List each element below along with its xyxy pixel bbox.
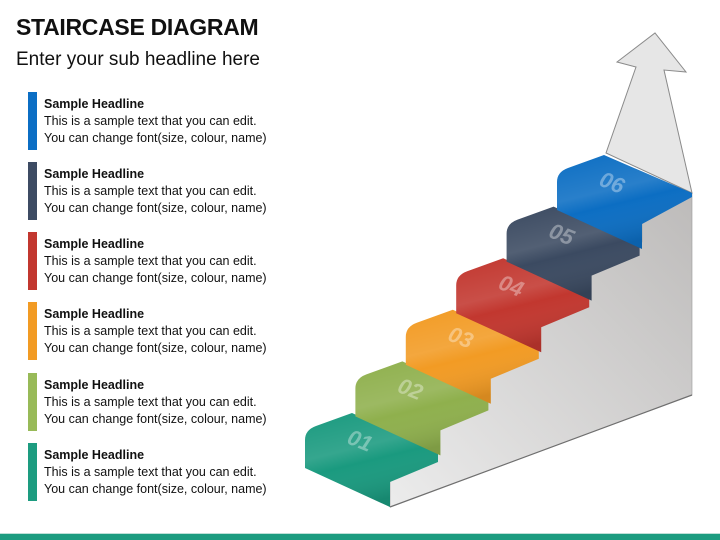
legend-text-line: This is a sample text that you can edit. (44, 254, 257, 268)
legend-text-line: This is a sample text that you can edit. (44, 465, 257, 479)
legend-headline: Sample Headline (44, 378, 145, 392)
legend-item-3: Sample Headline This is a sample text th… (28, 232, 328, 290)
legend-item-4: Sample Headline This is a sample text th… (28, 302, 328, 360)
legend-text-line: You can change font(size, colour, name) (44, 271, 267, 285)
legend-text-line: You can change font(size, colour, name) (44, 412, 267, 426)
step-01: 01 (305, 413, 438, 507)
legend-headline: Sample Headline (44, 237, 145, 251)
legend-color-bar (28, 302, 37, 360)
footer-divider (0, 533, 720, 534)
page-title: STAIRCASE DIAGRAM (16, 14, 259, 40)
legend-text-line: This is a sample text that you can edit. (44, 324, 257, 338)
legend-text-line: You can change font(size, colour, name) (44, 201, 267, 215)
step-05: 05 (506, 206, 640, 301)
legend-headline: Sample Headline (44, 307, 145, 321)
legend-text-line: This is a sample text that you can edit. (44, 114, 257, 128)
step-04: 04 (456, 258, 590, 353)
footer-bar (0, 534, 720, 540)
legend-headline: Sample Headline (44, 167, 145, 181)
legend-headline: Sample Headline (44, 97, 145, 111)
legend-text-line: You can change font(size, colour, name) (44, 482, 267, 496)
legend-item-6: Sample Headline This is a sample text th… (28, 443, 328, 501)
step-03: 03 (405, 309, 539, 404)
legend-text-line: You can change font(size, colour, name) (44, 341, 267, 355)
step-06: 06 (557, 155, 692, 249)
legend-item-5: Sample Headline This is a sample text th… (28, 373, 328, 431)
page-subtitle: Enter your sub headline here (16, 49, 260, 70)
legend-color-bar (28, 232, 37, 290)
legend-color-bar (28, 92, 37, 150)
legend-text-line: This is a sample text that you can edit. (44, 395, 257, 409)
legend-text-line: This is a sample text that you can edit. (44, 184, 257, 198)
step-02: 02 (355, 361, 489, 456)
legend-color-bar (28, 443, 37, 501)
legend-color-bar (28, 373, 37, 431)
legend-headline: Sample Headline (44, 448, 145, 462)
legend-color-bar (28, 162, 37, 220)
legend-text-line: You can change font(size, colour, name) (44, 131, 267, 145)
legend-item-2: Sample Headline This is a sample text th… (28, 162, 328, 220)
legend-item-1: Sample Headline This is a sample text th… (28, 92, 328, 150)
up-arrow-icon (605, 32, 693, 194)
